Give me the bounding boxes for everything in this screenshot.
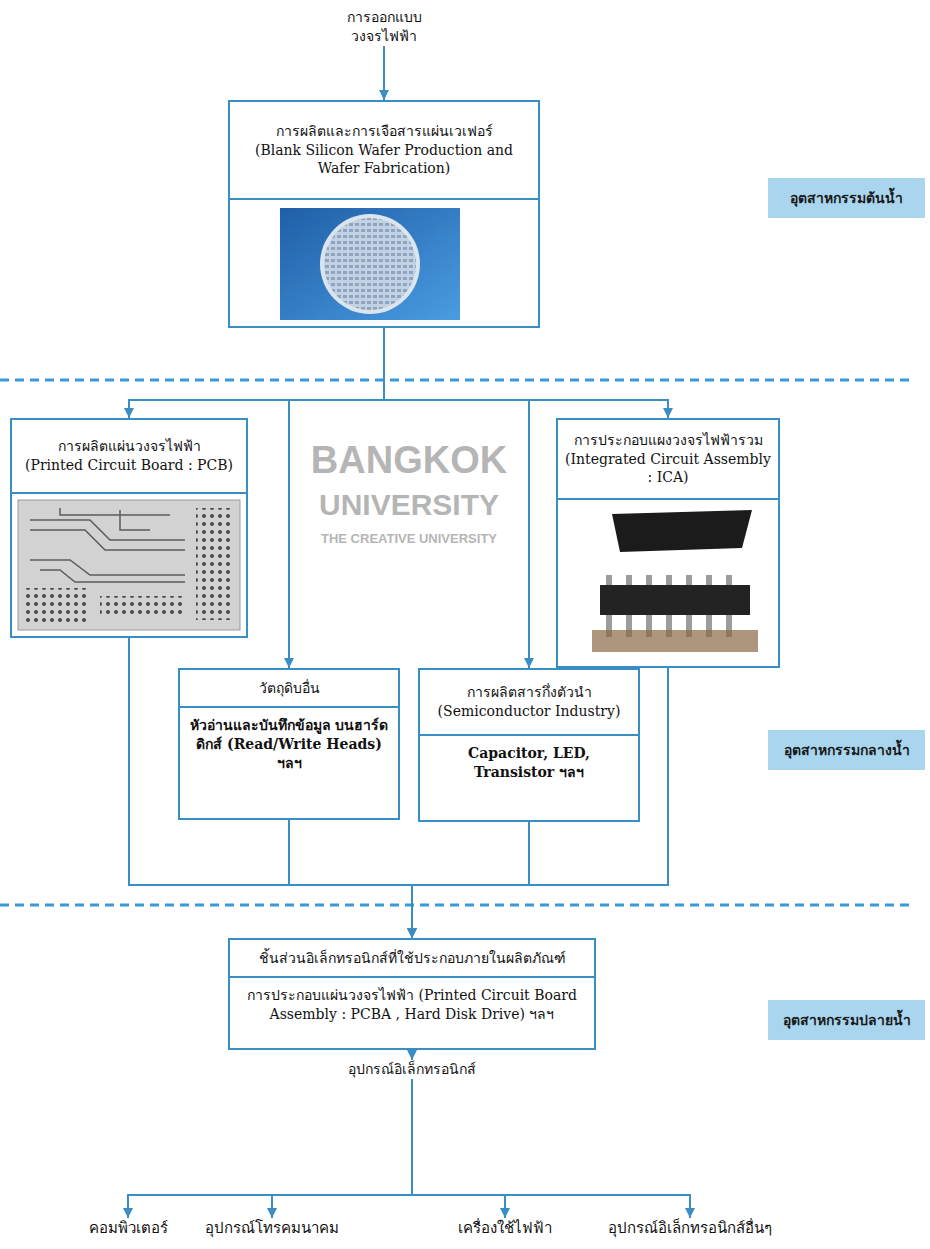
box-header: การผลิตแผ่นวงจรไฟฟ้า(Printed Circuit Boa… [12, 420, 246, 494]
box-body: การประกอบแผ่นวงจรไฟฟ้า (Printed Circuit … [230, 978, 594, 1032]
pcb-picture [18, 500, 240, 630]
node-text: เครื่องใช้ไฟฟ้า [458, 1218, 552, 1238]
process-box: การผลิตแผ่นวงจรไฟฟ้า(Printed Circuit Boa… [10, 418, 248, 638]
flow-arrow [412, 1079, 690, 1218]
process-box: การผลิตและการเจือสารแผ่นเวเฟอร์(Blank Si… [228, 100, 540, 328]
box-body: หัวอ่านและบันทึกข้อมูล บนฮาร์ดดิกส์ (Rea… [180, 708, 398, 781]
node-text: หัวอ่านและบันทึกข้อมูล บนฮาร์ดดิกส์ (Rea… [188, 716, 390, 773]
box-body: Capacitor, LED, Transistor ฯลฯ [420, 736, 638, 790]
node-text: อุตสาหกรรมต้นน้ำ [790, 189, 903, 208]
stage-divider [0, 904, 910, 907]
flow-arrow [128, 1079, 412, 1218]
flow-arrow [412, 1079, 505, 1218]
node-text: การออกแบบ วงจรไฟฟ้า [334, 8, 434, 46]
node-text: Capacitor, LED, Transistor ฯลฯ [428, 744, 630, 782]
node-text: การผลิตแผ่นวงจรไฟฟ้า [18, 437, 240, 456]
node-text: การผลิตสารกึ่งตัวนำ [426, 683, 632, 702]
box-header: การผลิตและการเจือสารแผ่นเวเฟอร์(Blank Si… [230, 102, 538, 200]
text-node: อุปกรณ์อิเล็กทรอนิกส์อื่นๆ [605, 1218, 775, 1238]
node-text: ชิ้นส่วนอิเล็กทรอนิกส์ที่ใช้ประกอบภายในผ… [236, 949, 588, 968]
process-box: การประกอบแผงวงจรไฟฟ้ารวม(Integrated Circ… [556, 418, 780, 668]
stage-band: อุตสาหกรรมปลายน้ำ [768, 1000, 925, 1040]
stage-divider [0, 379, 910, 382]
node-text: อุปกรณ์โทรคมนาคม [205, 1218, 339, 1238]
node-text: อุตสาหกรรมปลายน้ำ [783, 1011, 911, 1030]
node-text: (Integrated Circuit Assembly : ICA) [564, 450, 772, 488]
text-node: อุปกรณ์อิเล็กทรอนิกส์ [332, 1060, 492, 1079]
flow-arrow [412, 668, 668, 938]
box-header: ชิ้นส่วนอิเล็กทรอนิกส์ที่ใช้ประกอบภายในผ… [230, 940, 594, 978]
flow-arrow [411, 1050, 413, 1060]
text-node: เครื่องใช้ไฟฟ้า [445, 1218, 565, 1238]
node-text: อุปกรณ์อิเล็กทรอนิกส์ [348, 1060, 476, 1079]
process-box: การผลิตสารกึ่งตัวนำ(Semiconductor Indust… [418, 668, 640, 822]
flow-arrow [384, 328, 668, 418]
watermark-text: UNIVERSITY [319, 488, 499, 521]
stage-band: อุตสาหกรรมต้นน้ำ [768, 178, 925, 218]
flow-arrow [383, 46, 385, 100]
box-header: วัตถุดิบอื่น [180, 670, 398, 708]
process-box: วัตถุดิบอื่นหัวอ่านและบันทึกข้อมูล บนฮาร… [178, 668, 400, 820]
text-node: คอมพิวเตอร์ [78, 1218, 178, 1238]
watermark-text: BANGKOK [311, 440, 507, 482]
stage-band: อุตสาหกรรมกลางน้ำ [768, 730, 925, 770]
wafer-picture [280, 208, 460, 320]
box-header: การผลิตสารกึ่งตัวนำ(Semiconductor Indust… [420, 670, 638, 736]
process-box: ชิ้นส่วนอิเล็กทรอนิกส์ที่ใช้ประกอบภายในผ… [228, 938, 596, 1050]
text-node: การออกแบบ วงจรไฟฟ้า [334, 8, 434, 46]
node-text: การผลิตและการเจือสารแผ่นเวเฟอร์ [236, 122, 532, 141]
flow-arrow [412, 822, 529, 938]
watermark-text: THE CREATIVE UNIVERSITY [321, 532, 497, 546]
node-text: อุตสาหกรรมกลางน้ำ [784, 741, 910, 760]
node-text: (Blank Silicon Wafer Production and Wafe… [236, 141, 532, 179]
node-text: การประกอบแผ่นวงจรไฟฟ้า (Printed Circuit … [238, 986, 586, 1024]
node-text: (Printed Circuit Board : PCB) [18, 456, 240, 475]
node-text: (Semiconductor Industry) [426, 702, 632, 721]
ic-picture [592, 510, 758, 652]
flow-arrow [289, 820, 412, 938]
flow-arrow [129, 328, 384, 418]
node-text: อุปกรณ์อิเล็กทรอนิกส์อื่นๆ [608, 1218, 772, 1238]
flow-arrow [129, 638, 412, 938]
node-text: วัตถุดิบอื่น [186, 679, 392, 698]
text-node: อุปกรณ์โทรคมนาคม [202, 1218, 342, 1238]
node-text: คอมพิวเตอร์ [89, 1218, 168, 1238]
box-header: การประกอบแผงวงจรไฟฟ้ารวม(Integrated Circ… [558, 420, 778, 500]
flow-arrow [272, 1079, 412, 1218]
node-text: การประกอบแผงวงจรไฟฟ้ารวม [564, 431, 772, 450]
